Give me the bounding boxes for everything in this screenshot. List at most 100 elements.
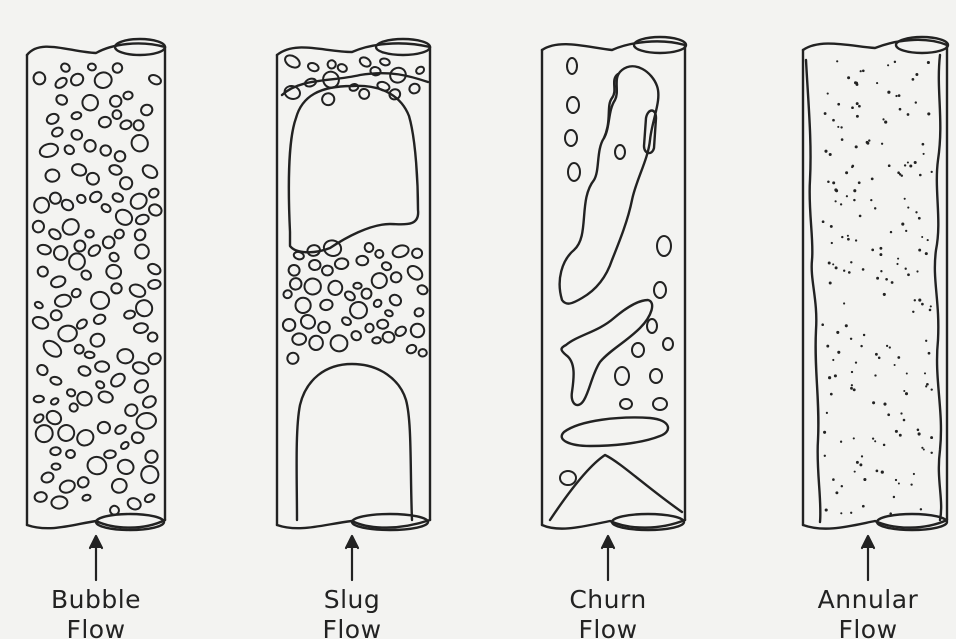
droplet (914, 161, 917, 164)
bubble (381, 261, 392, 271)
bubble (32, 422, 56, 446)
droplet (827, 180, 830, 183)
droplet (850, 261, 852, 263)
bubble (148, 279, 162, 290)
droplet (915, 101, 917, 103)
droplet (896, 263, 898, 265)
droplet (828, 376, 831, 379)
bubble (303, 277, 322, 295)
bubble (45, 112, 60, 126)
bubble (330, 334, 349, 352)
bubble-flow-caption-line1: Bubble (16, 585, 176, 615)
droplet (904, 164, 906, 166)
bubble-flow-caption-line2: Flow (16, 615, 176, 639)
droplet (881, 471, 884, 474)
bubble (97, 390, 114, 404)
bubble (292, 333, 307, 346)
bubble (283, 319, 295, 331)
droplet (862, 69, 865, 72)
droplet (855, 361, 857, 363)
droplet (901, 223, 904, 226)
droplet (900, 412, 902, 414)
droplet (823, 431, 826, 434)
bubble (111, 283, 122, 293)
bubble (113, 150, 126, 163)
droplet (923, 153, 925, 155)
churn-pipe-top-opening (542, 41, 685, 50)
droplet (832, 359, 834, 361)
droplet (860, 345, 862, 347)
bubble (287, 263, 301, 277)
bubble (75, 318, 88, 331)
droplet (899, 108, 902, 111)
bubble (97, 421, 110, 433)
bubble (69, 71, 86, 87)
droplet (836, 331, 839, 334)
droplet (887, 64, 889, 66)
bubble (653, 398, 667, 410)
droplet (874, 374, 876, 376)
churn-flow-pipe (542, 37, 686, 530)
bubble (319, 299, 333, 312)
bubble-flow-bubbles (31, 62, 163, 517)
bubble (416, 284, 429, 296)
droplet (847, 235, 849, 237)
bubble (54, 246, 68, 261)
bubble (76, 475, 91, 489)
bubble (360, 287, 373, 300)
bubble (567, 58, 577, 74)
bubble (147, 351, 163, 366)
bubble (49, 376, 62, 386)
droplet (868, 139, 870, 141)
bubble (44, 408, 63, 427)
bubble (298, 312, 317, 331)
bubble (32, 70, 47, 86)
bubble (663, 338, 673, 350)
droplet (927, 112, 930, 115)
droplet (848, 271, 851, 274)
droplet (872, 401, 875, 404)
droplet (897, 356, 900, 359)
bubble (379, 58, 390, 67)
bubble (128, 191, 150, 212)
bubble (111, 62, 124, 74)
bubble (50, 447, 61, 456)
bubble (55, 93, 69, 106)
bubble (33, 413, 45, 425)
bubble (372, 298, 382, 308)
droplet (825, 508, 828, 511)
droplet (884, 121, 887, 124)
droplet (835, 491, 838, 494)
bubble (620, 399, 632, 409)
bubble (418, 349, 427, 357)
bubble-flow-caption: Bubble Flow (16, 585, 176, 639)
droplet (905, 230, 907, 232)
droplet (897, 171, 900, 174)
bubble (60, 198, 75, 213)
droplet (925, 340, 927, 342)
bubble (66, 450, 75, 458)
droplet (851, 384, 853, 386)
bubble (147, 332, 158, 343)
droplet (851, 371, 853, 373)
bubble (341, 316, 353, 327)
annular-flow-caption-line1: Annular (788, 585, 948, 615)
droplet (851, 165, 854, 168)
droplet (899, 434, 902, 437)
bubble (113, 207, 135, 228)
droplet (887, 413, 890, 416)
annular-right-liquid-film (935, 55, 941, 520)
bubble (657, 236, 671, 256)
bubble (141, 394, 158, 410)
droplet (828, 262, 831, 265)
droplet (840, 203, 842, 205)
annular-left-liquid-film (806, 60, 820, 522)
bubble (615, 367, 629, 385)
bubble (343, 290, 356, 303)
churn-lower-gas-lens (562, 418, 668, 446)
bubble (376, 80, 390, 92)
droplet (875, 353, 878, 356)
bubble (36, 265, 49, 278)
bubble (615, 145, 625, 159)
